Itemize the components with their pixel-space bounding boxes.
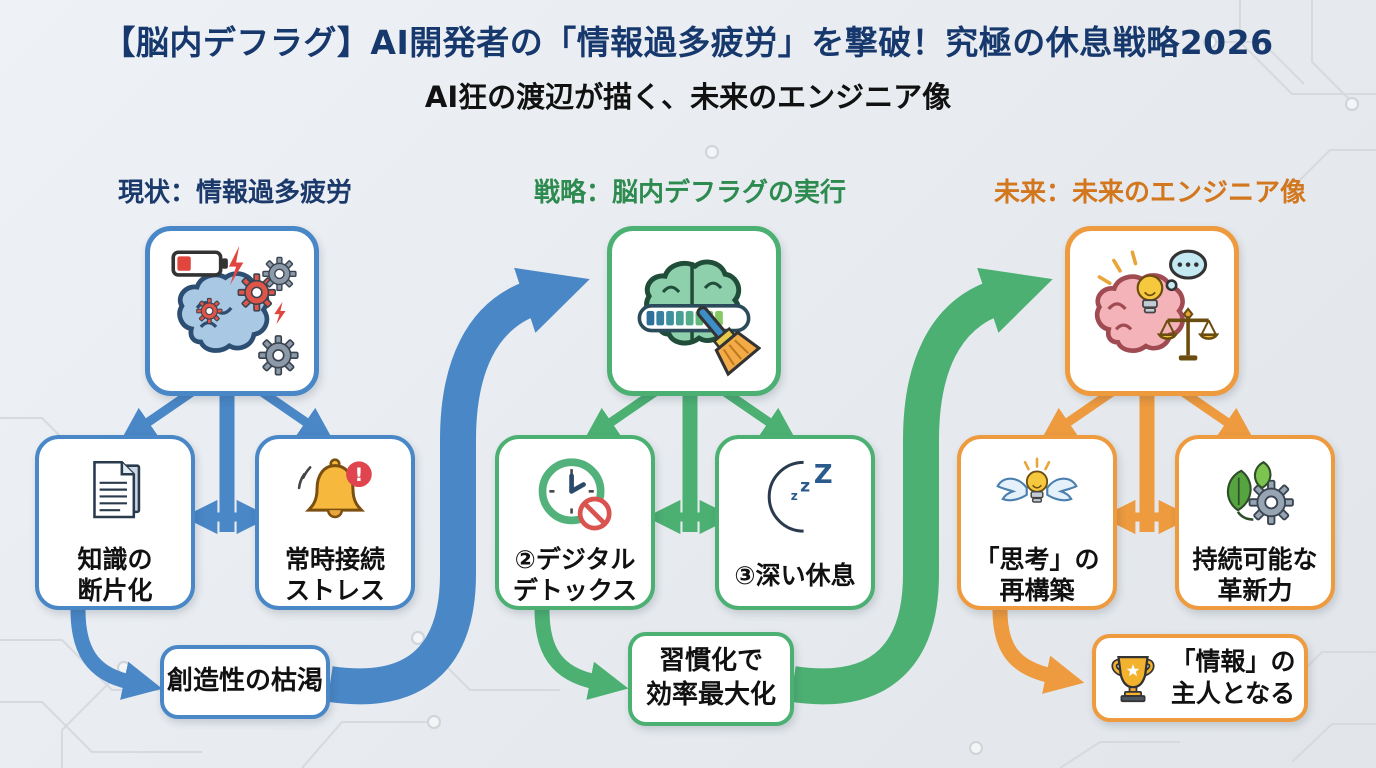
label-line: 断片化 xyxy=(77,575,153,605)
broom-glyph xyxy=(696,306,761,377)
label-line: デトックス xyxy=(512,575,638,605)
svg-text:z: z xyxy=(800,477,810,497)
ray-glyphs xyxy=(1097,250,1138,285)
sustainable-leaf-gear-icon xyxy=(1226,461,1294,526)
future-child-sustainable-innovation: 持続可能な 革新力 xyxy=(1175,435,1335,610)
svg-text:z: z xyxy=(791,489,798,503)
label-line: ②デジタル xyxy=(514,544,636,574)
page-subtitle: AI狂の渡辺が描く、未来のエンジニア像 xyxy=(424,80,952,114)
documents-icon xyxy=(93,460,141,519)
current-child-fragmentation: 知識の 断片化 xyxy=(35,435,195,610)
future-child-rethink: 「思考」の 再構築 xyxy=(957,435,1117,610)
arrow-strategy-to-bottom xyxy=(534,609,629,700)
label-line: 主人となる xyxy=(1170,679,1296,708)
column-header-future: 未来：未来のエンジニア像 xyxy=(993,178,1306,208)
arrow-current-to-bottom xyxy=(70,609,163,700)
label-line: 持続可能な xyxy=(1192,544,1318,574)
label-line: ③深い休息 xyxy=(734,561,856,590)
future-child-rethink-label: 「思考」の 再構築 xyxy=(974,544,1099,607)
future-bottom-label: 「情報」の 主人となる xyxy=(1170,646,1295,711)
arrow-strategy-to-future xyxy=(790,267,1053,705)
arrow-future-to-right-child xyxy=(1180,388,1255,442)
trophy-icon xyxy=(1111,655,1156,703)
low-battery-glyph xyxy=(171,250,228,277)
alert-bell-icon: ! xyxy=(297,458,372,519)
label-line: ストレス xyxy=(284,575,385,605)
label-line: 常時接続 xyxy=(284,544,385,574)
digital-detox-clock-icon xyxy=(538,458,612,531)
current-child-fragmentation-label: 知識の 断片化 xyxy=(77,544,152,607)
strategy-bottom-label: 習慣化で 効率最大化 xyxy=(646,645,776,713)
speech-bubble-glyph xyxy=(1165,249,1208,292)
strategy-child-deep-rest-label: ③深い休息 xyxy=(734,560,855,591)
label-line: 習慣化で xyxy=(658,646,763,677)
sleep-moon-icon: Z z z xyxy=(767,460,833,533)
svg-text:Z: Z xyxy=(814,460,833,490)
column-header-current: 現状：情報過多疲労 xyxy=(117,178,352,208)
page-title: 【脳内デフラグ】AI開発者の「情報過多疲労」を撃破！究極の休息戦略2026 xyxy=(102,23,1274,62)
current-top-box xyxy=(145,226,319,396)
current-bottom-label: 創造性の枯渇 xyxy=(166,666,323,697)
strategy-child-digital-detox: ②デジタル デトックス xyxy=(495,435,655,610)
overloaded-brain-icon xyxy=(171,246,299,376)
arrow-current-to-strategy xyxy=(327,267,590,705)
strategy-child-digital-detox-label: ②デジタル デトックス xyxy=(513,544,637,607)
idea-brain-icon xyxy=(1085,249,1219,361)
column-header-strategy: 戦略：脳内デフラグの実行 xyxy=(533,178,846,208)
arrow-current-to-left-child xyxy=(120,388,195,442)
arrow-future-to-bottom xyxy=(992,609,1085,694)
strategy-child-deep-rest: Z z z ③深い休息 xyxy=(715,435,875,610)
winged-bulb-icon xyxy=(996,457,1078,503)
lightning-glyph xyxy=(228,246,244,286)
label-line: 革新力 xyxy=(1217,575,1293,605)
future-top-box xyxy=(1065,226,1239,396)
strategy-top-box xyxy=(607,226,781,396)
current-child-always-connected-label: 常時接続 ストレス xyxy=(285,544,385,607)
arrow-strategy-to-right-child xyxy=(722,388,797,442)
arrow-strategy-to-left-child xyxy=(583,388,658,442)
scales-glyph xyxy=(1156,307,1219,361)
future-child-sustainable-innovation-label: 持続可能な 革新力 xyxy=(1192,544,1317,607)
alert-badge xyxy=(346,461,372,488)
label-line: 知識の xyxy=(77,544,153,574)
defrag-progress-bar xyxy=(637,304,751,333)
label-line: 「情報」の xyxy=(1170,646,1296,676)
svg-text:!: ! xyxy=(355,465,364,486)
strategy-bottom-box: 習慣化で 効率最大化 xyxy=(628,632,794,726)
arrow-future-to-left-child xyxy=(1040,388,1115,442)
current-bottom-box: 創造性の枯渇 xyxy=(160,645,330,719)
label-line: 再構築 xyxy=(999,575,1075,605)
arrow-current-to-right-child xyxy=(259,388,334,442)
defrag-brain-icon xyxy=(637,244,761,377)
future-bottom-box: 「情報」の 主人となる xyxy=(1092,634,1308,722)
current-child-always-connected: ! 常時接続 ストレス xyxy=(255,435,415,610)
label-line: 効率最大化 xyxy=(645,680,776,710)
label-line: 「思考」の xyxy=(974,544,1100,574)
